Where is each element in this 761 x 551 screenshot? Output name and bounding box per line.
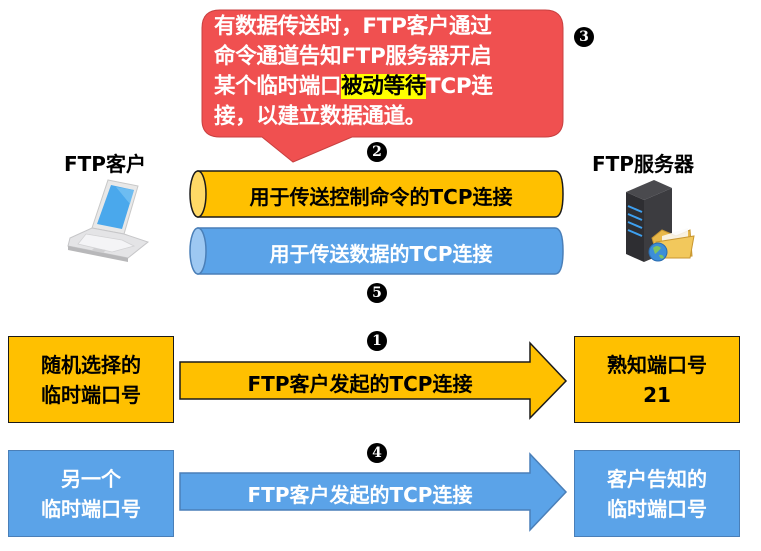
data-connection-arrow bbox=[179, 452, 568, 532]
server-notified-port-box: 客户告知的 临时端口号 bbox=[574, 450, 740, 537]
server-icon bbox=[626, 180, 695, 262]
data-connection-label: FTP客户发起的TCP连接 bbox=[247, 483, 473, 507]
server-notified-port-line1: 客户告知的 bbox=[607, 466, 707, 491]
server-notified-port-line2: 临时端口号 bbox=[607, 496, 707, 521]
client-another-port-box: 另一个 临时端口号 bbox=[8, 450, 174, 537]
callout-line-4: 接，以建立数据通道。 bbox=[214, 104, 427, 129]
callout-highlight: 被动等待 bbox=[341, 74, 427, 99]
client-another-port-line1: 另一个 bbox=[61, 466, 121, 491]
step-badge-2: 2 bbox=[367, 142, 387, 162]
callout-line-3: 某个临时端口被动等待TCP连 bbox=[214, 72, 559, 102]
server-well-known-port-line1: 熟知端口号 bbox=[607, 352, 707, 377]
callout-line-3-post: TCP连 bbox=[426, 74, 493, 99]
control-connection-label: FTP客户发起的TCP连接 bbox=[247, 372, 473, 396]
client-random-port-box: 随机选择的 临时端口号 bbox=[8, 336, 174, 423]
step-badge-4: 4 bbox=[367, 443, 387, 463]
client-another-port-line2: 临时端口号 bbox=[41, 496, 141, 521]
step-badge-3: 3 bbox=[574, 27, 594, 47]
step-badge-5: 5 bbox=[367, 283, 387, 303]
data-pipe bbox=[189, 227, 564, 275]
client-random-port-line2: 临时端口号 bbox=[41, 382, 141, 407]
step-badge-1: 1 bbox=[367, 331, 387, 351]
callout-text: 有数据传送时，FTP客户通过 命令通道告知FTP服务器开启 某个临时端口被动等待… bbox=[214, 12, 559, 132]
control-connection-arrow bbox=[179, 341, 568, 420]
callout-line-1: 有数据传送时，FTP客户通过 bbox=[214, 14, 492, 39]
client-random-port-line1: 随机选择的 bbox=[41, 352, 141, 377]
data-pipe-label: 用于传送数据的TCP连接 bbox=[269, 242, 493, 266]
server-well-known-port-number: 21 bbox=[643, 382, 671, 407]
control-pipe-label: 用于传送控制命令的TCP连接 bbox=[249, 185, 513, 209]
laptop-icon bbox=[67, 179, 150, 262]
server-well-known-port-box: 熟知端口号 21 bbox=[574, 336, 740, 423]
server-label: FTP服务器 bbox=[592, 152, 694, 176]
control-pipe bbox=[189, 170, 564, 218]
client-label: FTP客户 bbox=[64, 152, 146, 176]
callout-line-3-pre: 某个临时端口 bbox=[214, 74, 342, 99]
callout-line-2: 命令通道告知FTP服务器开启 bbox=[214, 44, 492, 69]
